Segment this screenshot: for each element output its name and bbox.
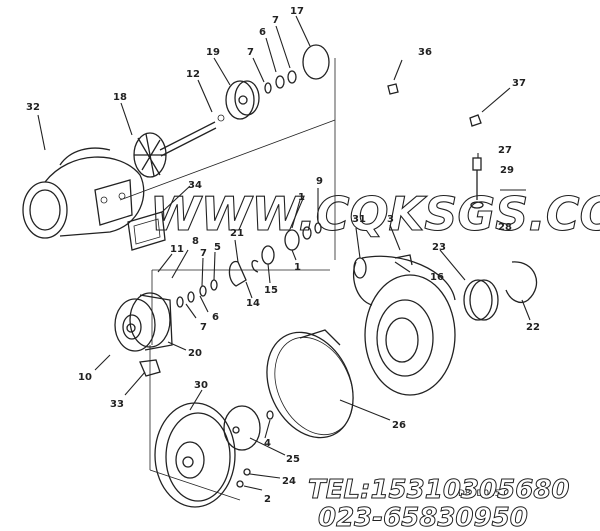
label-8: 8 bbox=[192, 236, 199, 247]
label-5: 5 bbox=[214, 242, 221, 253]
label-15: 15 bbox=[264, 285, 278, 296]
small-rings-top bbox=[264, 44, 330, 94]
label-16: 16 bbox=[430, 272, 444, 283]
label-17: 17 bbox=[290, 6, 304, 17]
label-26: 26 bbox=[392, 420, 406, 431]
label-28: 28 bbox=[498, 222, 512, 233]
label-7d: 7 bbox=[200, 322, 207, 333]
bolt-part-27 bbox=[470, 157, 484, 209]
label-11: 11 bbox=[170, 244, 184, 255]
part-labels: 32 18 12 19 7 6 7 17 36 37 34 27 29 28 1… bbox=[26, 6, 540, 505]
label-22: 22 bbox=[526, 322, 540, 333]
clamp-part-26 bbox=[266, 329, 354, 439]
label-7c: 7 bbox=[200, 248, 207, 259]
label-34: 34 bbox=[188, 180, 202, 191]
label-31: 31 bbox=[352, 214, 366, 225]
label-14: 14 bbox=[246, 298, 260, 309]
label-3: 3 bbox=[387, 214, 394, 225]
label-18: 18 bbox=[113, 92, 127, 103]
backplate-part-30 bbox=[154, 402, 274, 508]
label-37: 37 bbox=[512, 78, 526, 89]
label-2: 2 bbox=[264, 494, 271, 505]
leader-lines bbox=[37, 15, 531, 491]
label-7: 7 bbox=[247, 47, 254, 58]
compressor-housing-part-32 bbox=[22, 147, 145, 239]
gasket-part-34 bbox=[127, 211, 166, 251]
flange-part-33 bbox=[139, 359, 161, 377]
watermark-phone: 023-65830950 bbox=[318, 503, 528, 531]
turbine-housing-part-31 bbox=[352, 254, 456, 396]
guide-lines bbox=[119, 58, 336, 501]
clips-part-36-37 bbox=[387, 83, 482, 127]
label-4: 4 bbox=[264, 438, 271, 449]
label-25: 25 bbox=[286, 454, 300, 465]
label-36: 36 bbox=[418, 47, 432, 58]
label-7b: 7 bbox=[272, 15, 279, 26]
rings-right bbox=[463, 261, 538, 321]
compressor-wheel-part-19 bbox=[217, 80, 260, 122]
turbine-shaft-part-18 bbox=[133, 121, 217, 178]
label-23: 23 bbox=[432, 242, 446, 253]
label-12: 12 bbox=[186, 69, 200, 80]
label-27: 27 bbox=[498, 145, 512, 156]
watermark-tel: TEL:15310305680 bbox=[308, 475, 569, 505]
label-19: 19 bbox=[206, 47, 220, 58]
label-21: 21 bbox=[230, 228, 244, 239]
label-29: 29 bbox=[500, 165, 514, 176]
label-10: 10 bbox=[78, 372, 92, 383]
page-code: D85D015 C bbox=[458, 489, 510, 499]
label-24: 24 bbox=[282, 476, 296, 487]
label-9: 9 bbox=[316, 176, 323, 187]
label-33: 33 bbox=[110, 399, 124, 410]
label-20: 20 bbox=[188, 348, 202, 359]
label-32: 32 bbox=[26, 102, 40, 113]
label-6: 6 bbox=[259, 27, 266, 38]
bearing-housing-part-20 bbox=[114, 292, 173, 352]
label-1b: 1 bbox=[294, 262, 301, 273]
label-1: 1 bbox=[298, 192, 305, 203]
watermark-site: WWW.CQKSGS.COM bbox=[150, 187, 600, 241]
label-6b: 6 bbox=[212, 312, 219, 323]
label-30: 30 bbox=[194, 380, 208, 391]
